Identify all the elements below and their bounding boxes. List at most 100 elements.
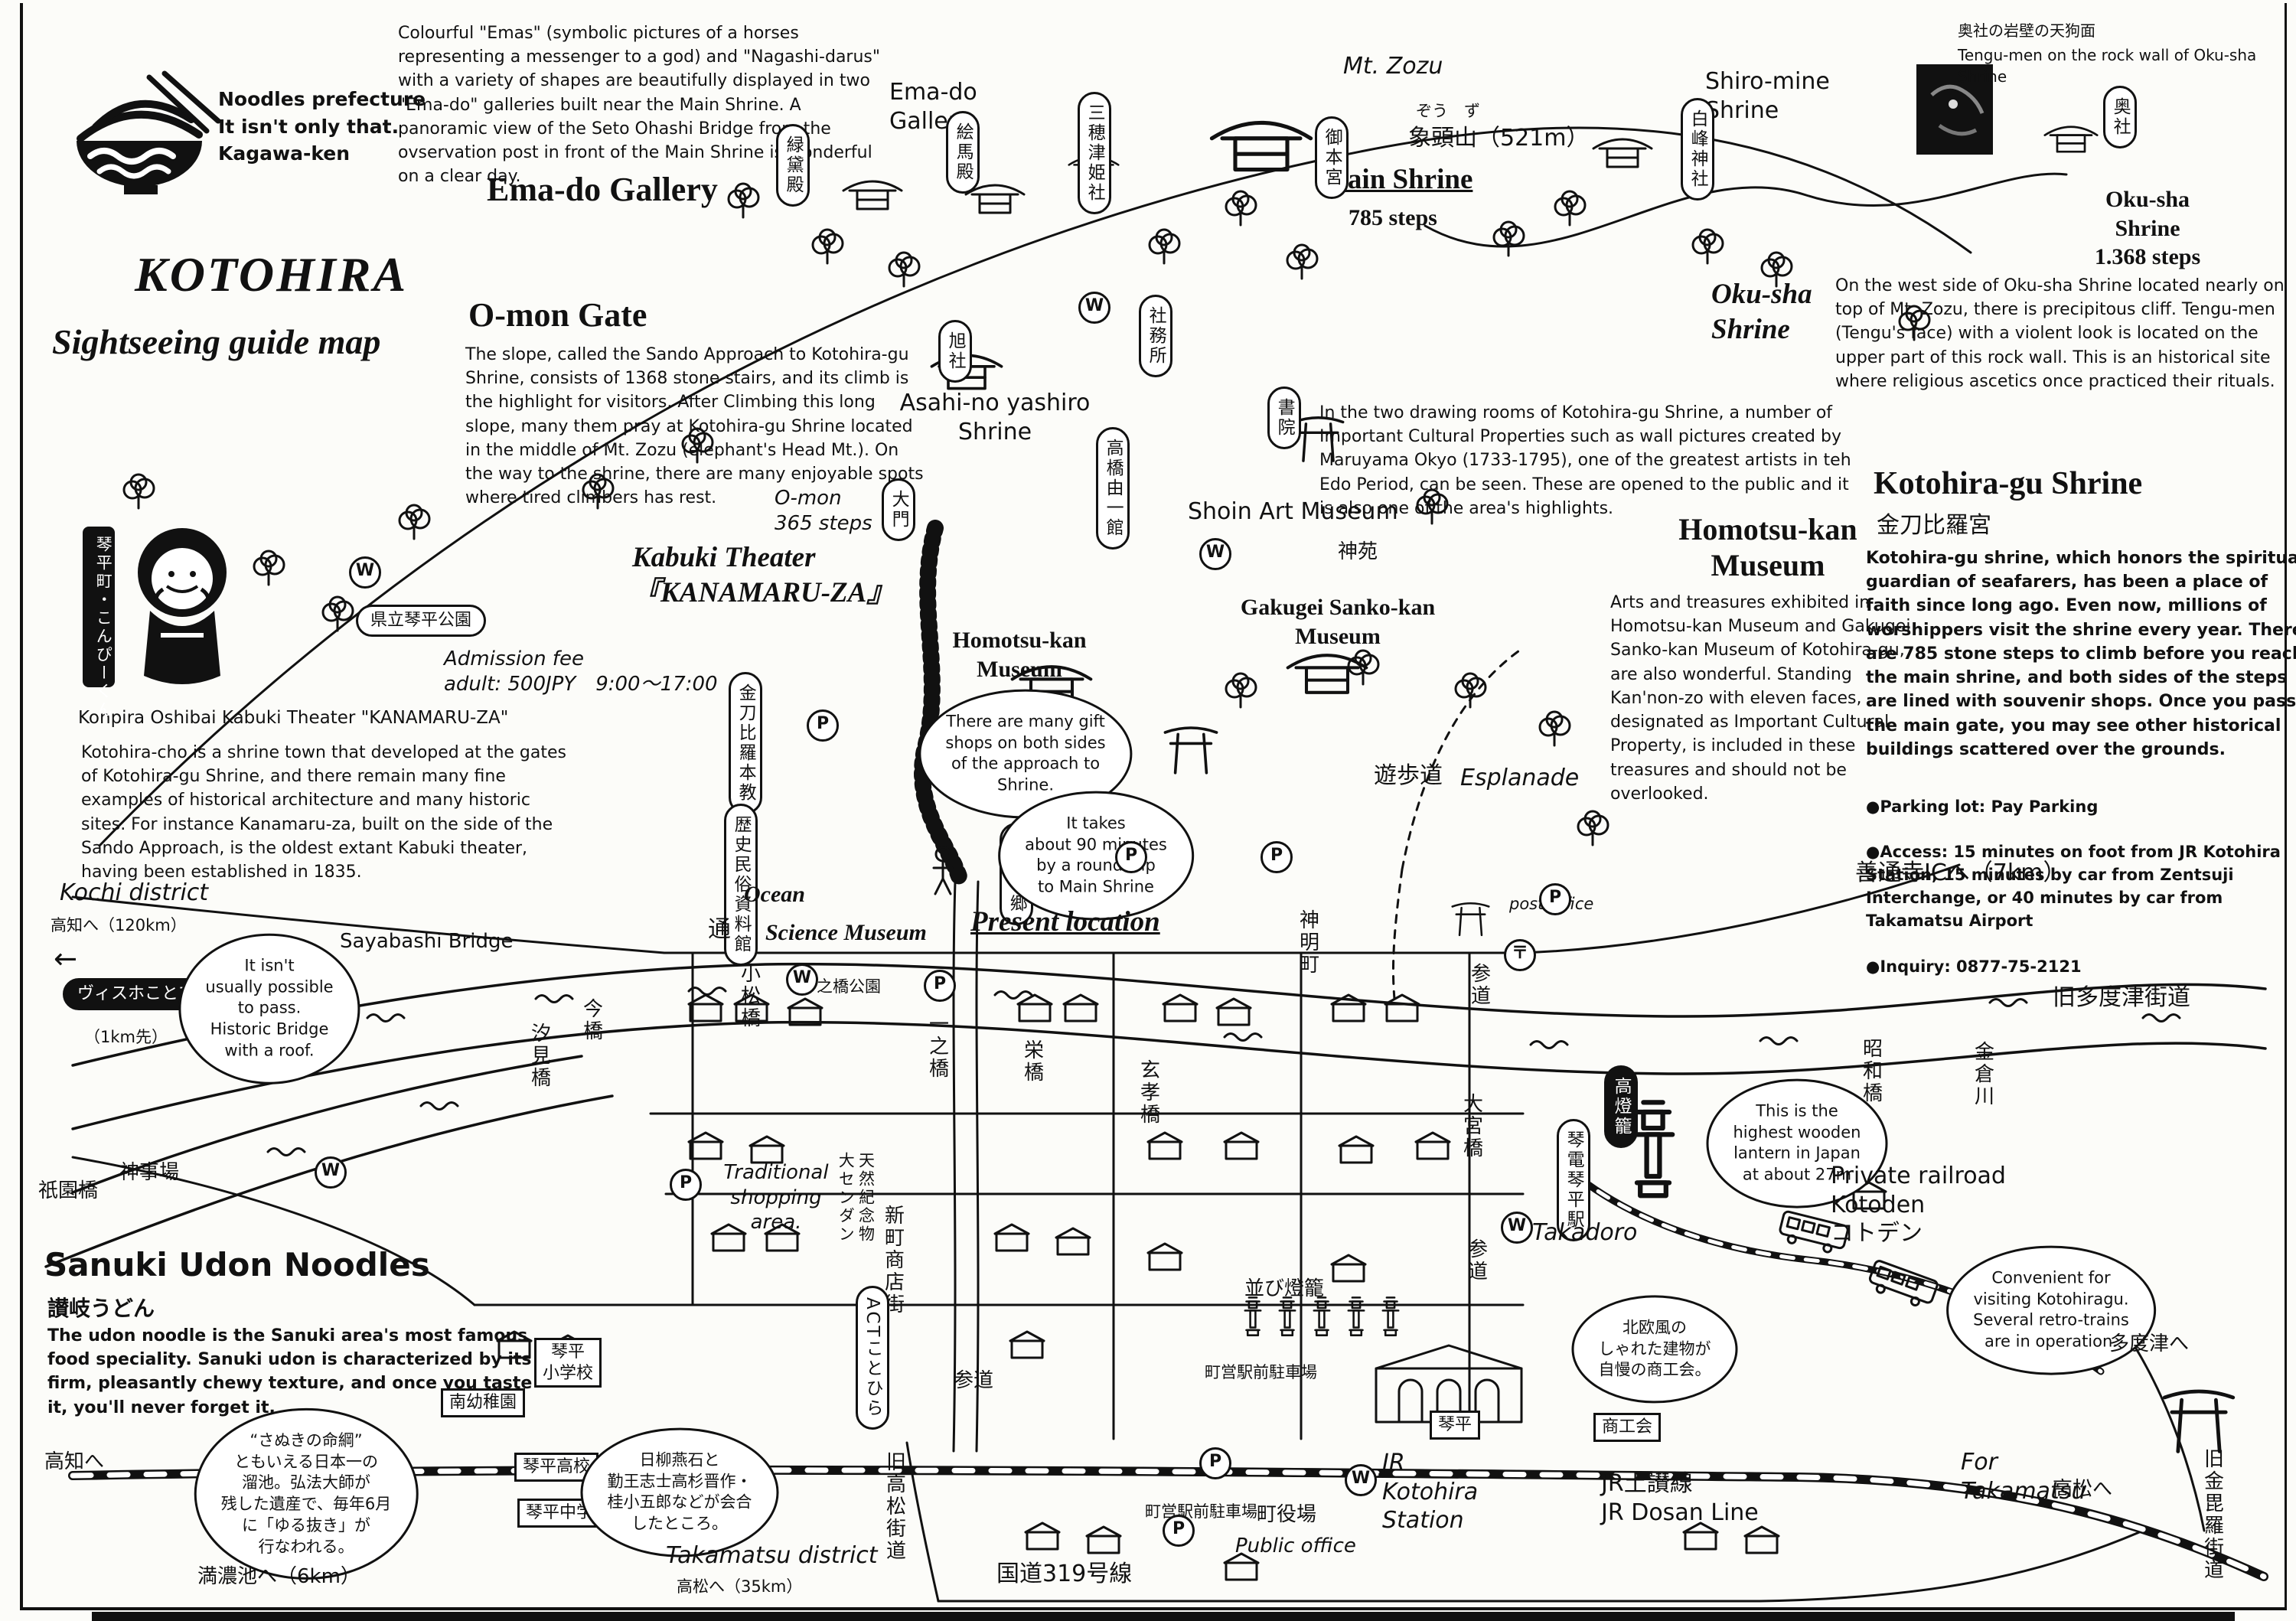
gohongu-oval: 御本宮: [1315, 116, 1349, 199]
shoin-oval: 書院: [1267, 386, 1302, 449]
sendan-label: 天然紀念物 大センダン: [837, 1152, 876, 1244]
shiromine-label: Shiro-mine Shrine: [1705, 68, 1830, 124]
kotohiragu-body: Kotohira-gu shrine, which honors the spi…: [1866, 549, 2296, 759]
kochi-sw-label: 高知へ: [44, 1450, 105, 1473]
wc-marker: W: [349, 556, 381, 589]
takamatsu-district-label: Takamatsu district: [666, 1542, 878, 1569]
lantern-bubble: This is the highest wooden lantern in Ja…: [1706, 1078, 1888, 1208]
kotoden-label: Private railroad Kotoden コトデン: [1831, 1163, 2006, 1247]
mascot-figure: [83, 527, 227, 687]
gakugei-map-label: Gakugei Sanko-kan Museum: [1240, 595, 1436, 649]
tengu-caption-en: Tengu-men on the rock wall of Oku-sha Sh…: [1958, 46, 2257, 86]
shiomibashi-label: 汐見橋: [527, 1023, 551, 1089]
daimon-oval: 大門: [882, 478, 916, 541]
gionbashi-label: 祇園橋: [38, 1179, 99, 1202]
parking-marker: P: [670, 1169, 702, 1201]
komatsubashi-label: 小松橋: [737, 963, 761, 1029]
parking-marker: P: [1199, 1447, 1231, 1479]
mascot-caption-vertical: 琴平町・こんぴーくん: [94, 536, 113, 719]
kyu-takamatsu-label: 旧高松街道: [882, 1451, 906, 1562]
tadotsu-e-label: 多度津へ: [2109, 1332, 2190, 1355]
zozu-furigana: ぞう ず: [1416, 102, 1480, 120]
jr-station-label: JR Kotohira Station: [1382, 1450, 1479, 1534]
kotohiragu-heading-jp: 金刀比羅宮: [1877, 512, 1991, 539]
sanuki-heading-jp: 讃岐うどん: [47, 1296, 155, 1321]
parking-name-1: 町営駅前駐車場: [1205, 1363, 1317, 1381]
hokuo-bubble: 北欧風の しゃれた建物が 自慢の商工会。: [1571, 1295, 1738, 1404]
parking-marker: P: [1539, 883, 1571, 915]
sanuki-heading: Sanuki Udon Noodles: [44, 1246, 430, 1283]
kanakura-river-label: 金倉川: [1971, 1041, 1994, 1107]
takadoro-oval: 高燈籠: [1604, 1065, 1639, 1148]
kenritsu-park-oval: 県立琴平公園: [356, 605, 487, 637]
tengu-caption-jp: 奥社の岩壁の天狗面: [1958, 21, 2095, 40]
public-office-en: Public office: [1235, 1535, 1356, 1557]
ocean-label: Ocean: [744, 882, 805, 907]
genkobashi-label: 玄孝橋: [1137, 1059, 1160, 1126]
wc-marker: W: [315, 1156, 347, 1189]
takamatsu-km-label: 高松へ（35km）: [677, 1577, 803, 1596]
tengu-photo: [1916, 64, 1993, 155]
public-office-jp: 町役場: [1257, 1503, 1317, 1526]
present-location-label: Present location: [970, 906, 1160, 938]
shamusho-oval: 社務所: [1139, 295, 1173, 377]
kabuki-theater-label: Kabuki Theater 『KANAMARU-ZA』: [632, 542, 895, 609]
bridge-bubble: It isn't usually possible to pass. Histo…: [178, 933, 360, 1084]
omon-body: The slope, called the Sando Approach to …: [465, 345, 924, 508]
visuho-km: （1km先）: [84, 1028, 168, 1046]
sanuki-pond-bubble: “さぬきの命綱” ともいえる日本一の 溜池。弘法大師が 残した遺産で、毎年6月 …: [194, 1407, 419, 1580]
wc-marker: W: [1078, 292, 1110, 324]
takahashi-yuichi-oval: 高橋由一館: [1096, 427, 1130, 550]
parking-name-2: 町営駅前駐車場: [1145, 1502, 1257, 1521]
kotohiragu-parking: ●Parking lot: Pay Parking: [1866, 797, 2099, 816]
honkyo-oval: 金刀比羅本教: [729, 672, 763, 814]
rekishi-shiryokan-oval: 歴史民俗資料館: [724, 804, 758, 966]
shoin-map-label: Shoin Art Museum: [1188, 498, 1398, 525]
admission-label: Admission fee adult: 500JPY 9:00〜17:00: [444, 647, 718, 696]
mountain-ridge: [98, 158, 1326, 847]
kotoden-station-oval: 琴電琴平駅: [1557, 1119, 1591, 1241]
mihotsuhime-oval: 三穂津姫社: [1078, 92, 1112, 214]
bottom-border-bar: [92, 1612, 2235, 1621]
kyu-tadotsu-label: 旧多度津街道: [2053, 984, 2190, 1011]
emaden-oval: 絵馬殿: [946, 111, 980, 194]
manno-km-label: 満濃池へ（6km）: [197, 1565, 360, 1588]
wc-marker: W: [1345, 1464, 1377, 1496]
homotsukan-map-label: Homotsu-kan Museum: [952, 628, 1087, 682]
ichinohashi-label: 一之橋: [925, 1013, 949, 1080]
science-museum-label: Science Museum: [765, 920, 927, 945]
zozu-peak-label: 象頭山（521m）: [1408, 125, 1590, 152]
okusha-body: On the west side of Oku-sha Shrine locat…: [1835, 276, 2285, 391]
sakaebashi-label: 栄橋: [1020, 1039, 1044, 1084]
jinjiba-label: 神事場: [119, 1161, 180, 1184]
shinmeicho-label: 神明町: [1296, 909, 1319, 976]
kochi-district-label: Kochi district: [60, 879, 209, 906]
kyu-konpira-label: 旧金毘羅街道: [2200, 1448, 2224, 1581]
omon-steps-label: O-mon 365 steps: [775, 487, 872, 535]
kotohira-elementary: 琴平 小学校: [534, 1338, 602, 1388]
sando-label-3: 参道: [954, 1369, 994, 1392]
parking-marker: P: [924, 970, 956, 1002]
homotsukan-heading: Homotsu-kan Museum: [1678, 512, 1857, 582]
kotohiragu-access: ●Access: 15 minutes on foot from JR Koto…: [1866, 843, 2281, 930]
act-kotohira-oval: ACTことひら: [856, 1286, 890, 1430]
toori-street-label: 通: [708, 916, 731, 943]
kanamaruza-caption: Konpira Oshibai Kabuki Theater "KANAMARU…: [78, 708, 509, 728]
map-title: KOTOHIRA: [135, 247, 409, 302]
map-subtitle: Sightseeing guide map: [52, 322, 381, 361]
sando-label-2: 参道: [1464, 1238, 1488, 1283]
parking-marker: P: [1261, 841, 1293, 873]
wc-marker: W: [786, 964, 818, 996]
narabi-toro-label: 並び燈籠: [1244, 1277, 1325, 1300]
route319-label: 国道319号線: [996, 1561, 1133, 1587]
wc-marker: W: [1199, 538, 1231, 570]
shokokai-label: 商工会: [1593, 1413, 1662, 1442]
okusha-oval: 奥社: [2103, 86, 2138, 148]
main-shrine-steps: 785 steps: [1349, 205, 1437, 230]
ninety-min-bubble: It takes about 90 minutes by a round tri…: [998, 791, 1194, 921]
zentsuji-ic-label: 善通寺ICへ（7km）: [1855, 859, 2066, 886]
showabashi-label: 昭和橋: [1859, 1038, 1883, 1104]
ryokutaiden-oval: 緑黛殿: [776, 124, 810, 207]
parking-marker: P: [1163, 1515, 1195, 1547]
wc-marker: W: [1501, 1212, 1533, 1244]
